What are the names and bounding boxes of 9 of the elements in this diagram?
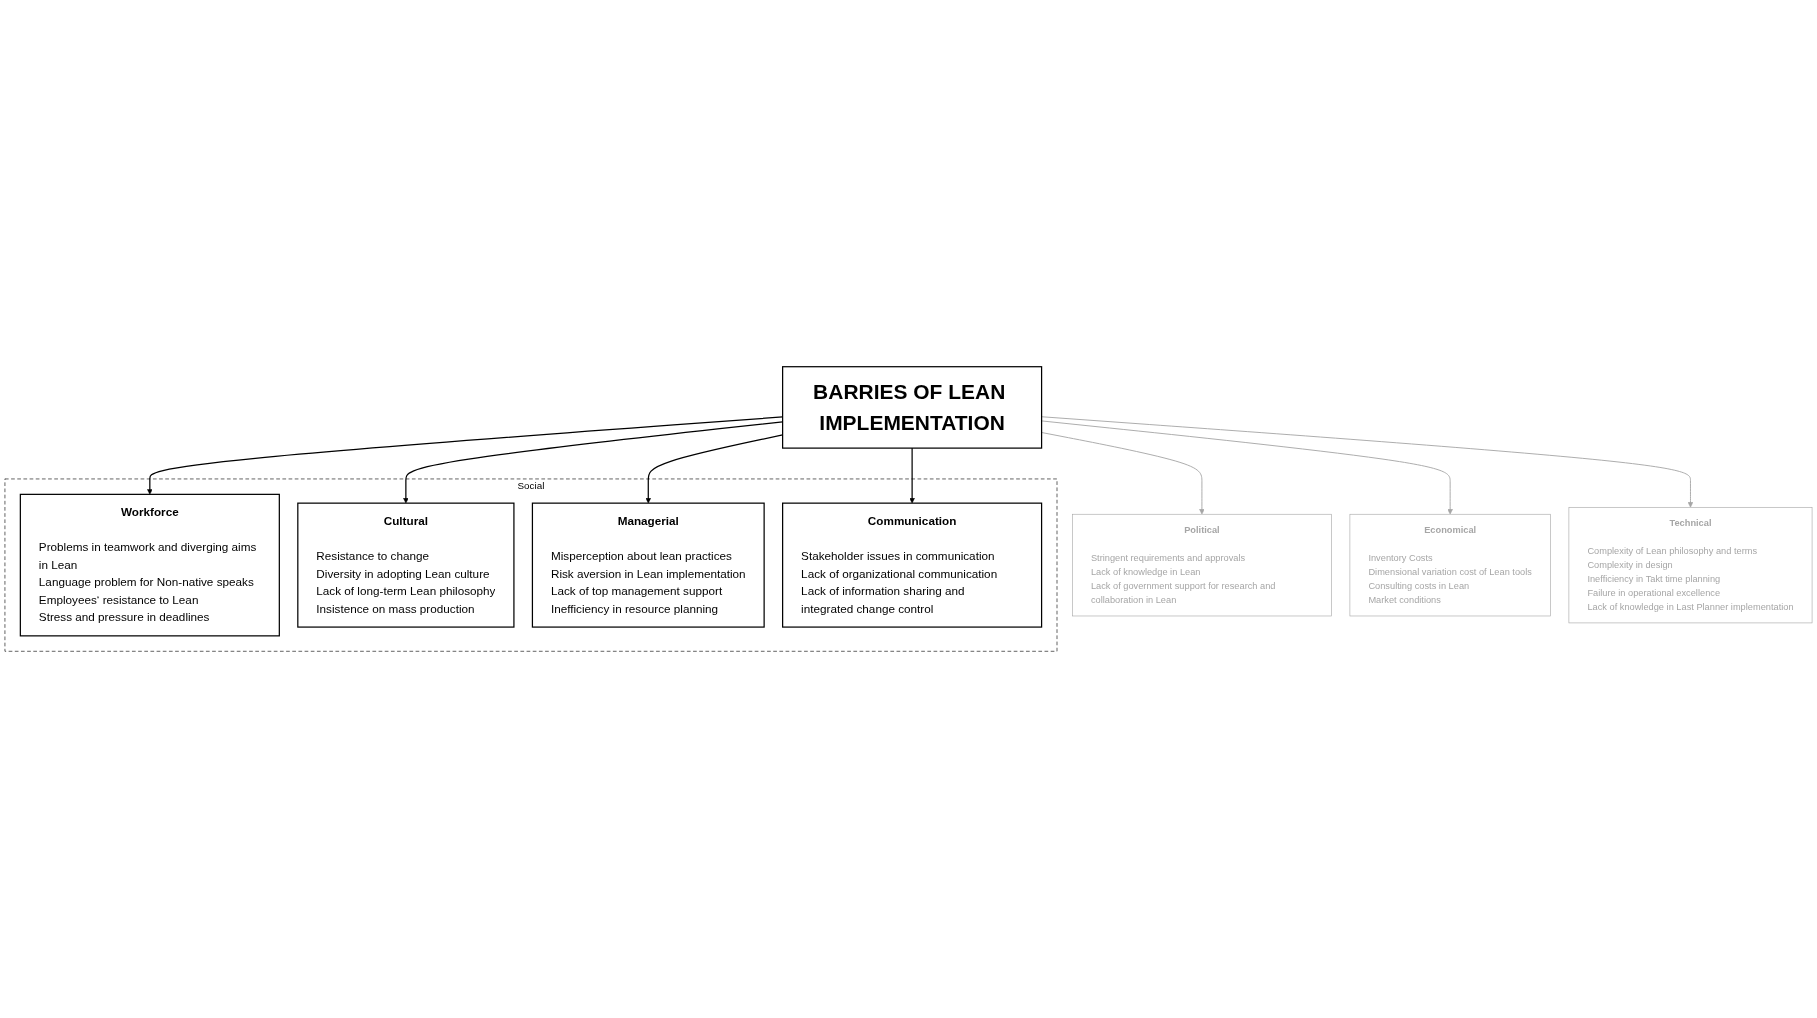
node-box: Economical Inventory Costs Dimensional variation cost of Lean tools Consulting costs in Lean Market conditions	[1349, 513, 1551, 617]
node-box: Political Stringent requirements and approvals Lack of knowledge in Lean Lack of government support for research and collaboration in Lean	[1072, 513, 1332, 617]
node-box: Workforce Problems in teamwork and diverging aims in Lean Language problem for Non-native speaks Employees‘ resistance to Lean Stress and pressure in deadlines	[19, 493, 280, 637]
node-box: BARRIES OF LEAN IMPLEMENTATION	[782, 366, 1043, 449]
node-box: Managerial Misperception about lean practices Risk aversion in Lean implementation Lack of top management support Inefficiency in resource planning	[531, 502, 765, 628]
arrow	[909, 447, 915, 504]
node-box: Technical Complexity of Lean philosophy and terms Complexity in design Inefficiency in Takt time planning Failure in operational excellence Lack of knowledge in Last Planner implementation	[1568, 507, 1813, 624]
node-box: Communication Stakeholder issues in communication Lack of organizational communication Lack of information sharing and integrated change control	[782, 502, 1043, 628]
node-box: Cultural Resistance to change Diversity in adopting Lean culture Lack of long-term Lean philosophy Insistence on mass production	[297, 502, 515, 628]
